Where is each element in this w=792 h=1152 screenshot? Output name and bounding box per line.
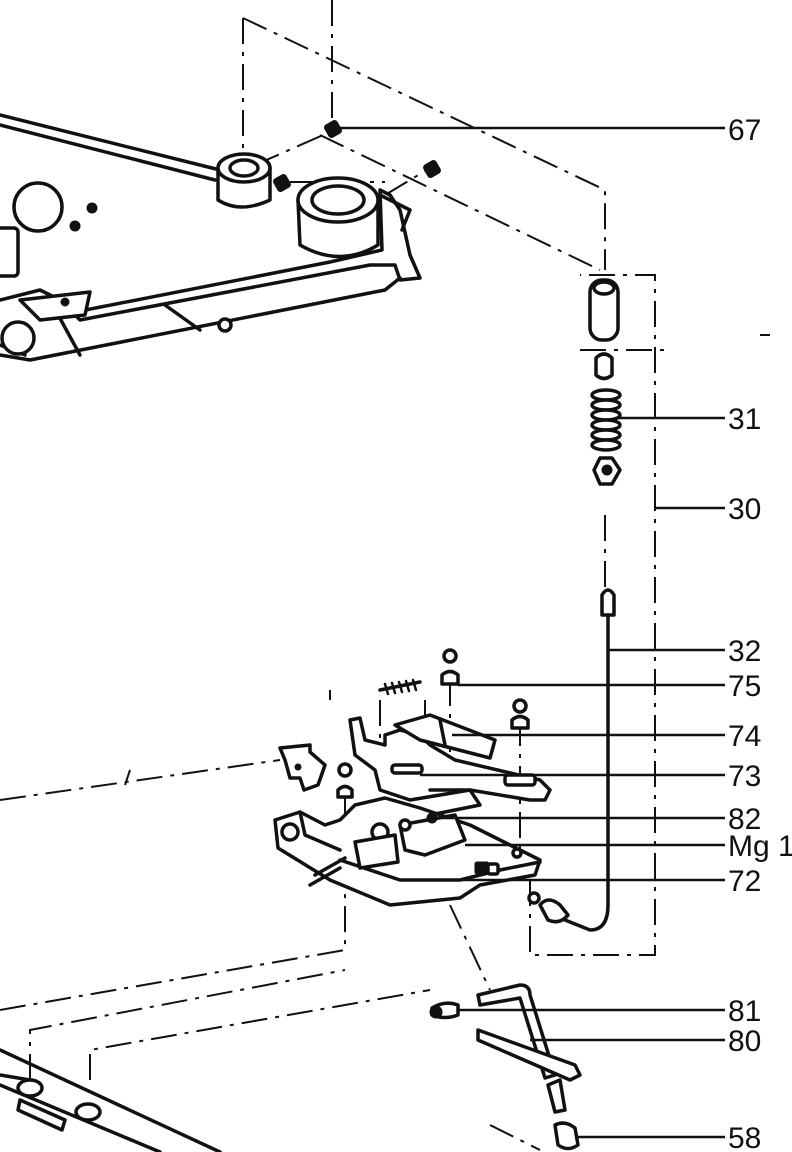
callout-80: 80	[728, 1025, 761, 1058]
callout-67: 67	[728, 114, 761, 147]
callout-labels: 67 31 30 32 75 74 73 82 Mg 1 72 81 80 58	[728, 114, 792, 1152]
spring-and-screws	[378, 648, 530, 730]
callout-31: 31	[728, 403, 761, 436]
callout-81: 81	[728, 995, 761, 1028]
callout-58: 58	[728, 1122, 761, 1152]
bracket	[278, 743, 327, 792]
base-plate	[0, 1048, 222, 1152]
capstan-bushings	[216, 120, 441, 259]
callout-30: 30	[728, 493, 761, 526]
slide-plates	[348, 713, 552, 817]
callout-82: 82	[728, 803, 761, 836]
callout-73: 73	[728, 760, 761, 793]
spring-31	[590, 388, 622, 452]
bowden-cable	[527, 588, 616, 932]
callout-72: 72	[728, 865, 761, 898]
callout-32: 32	[728, 635, 761, 668]
callout-74: 74	[728, 720, 761, 753]
callout-75: 75	[728, 670, 761, 703]
solenoid-plunger-assembly	[588, 278, 622, 486]
solenoid-bracket	[273, 762, 542, 907]
release-lever	[429, 983, 582, 1151]
assembly-guide-lines	[0, 0, 770, 1151]
callout-leaders	[340, 126, 725, 1139]
callout-mg1: Mg 1	[728, 830, 792, 863]
deck-plate	[0, 113, 422, 362]
